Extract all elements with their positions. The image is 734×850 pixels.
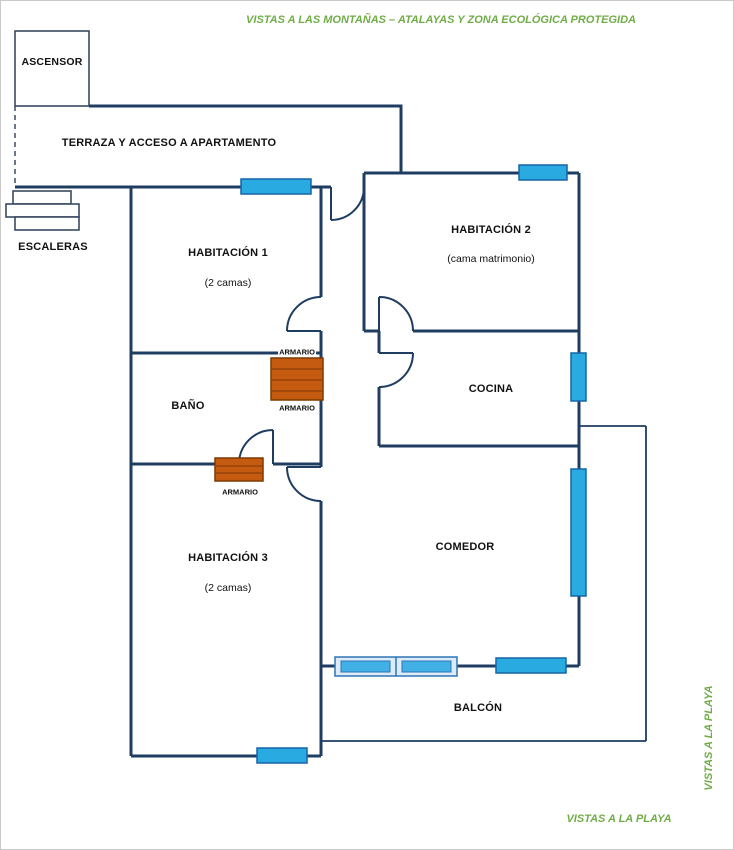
caption-vistas-playa-right: VISTAS A LA PLAYA — [703, 685, 715, 791]
stair-step — [14, 216, 80, 231]
walls — [15, 104, 581, 758]
label-armario-mid: ARMARIO — [278, 403, 316, 413]
armario-block — [270, 357, 324, 401]
sliding-door-panel — [401, 660, 452, 673]
door-entry — [330, 186, 365, 221]
label-habitacion-2-detail: (cama matrimonio) — [447, 253, 535, 265]
armario-stripes — [216, 465, 262, 474]
window-habitacion-3 — [256, 747, 308, 764]
sliding-door-panel — [340, 660, 391, 673]
elevator-box — [14, 30, 90, 107]
armario-habitacion-3 — [214, 457, 264, 482]
stair-step — [12, 190, 72, 205]
caption-vistas-playa-bottom: VISTAS A LA PLAYA — [566, 813, 672, 825]
armario-block — [214, 457, 264, 482]
stairs — [5, 190, 80, 231]
label-habitacion-1-detail: (2 camas) — [204, 277, 252, 289]
window-habitacion-1 — [240, 178, 312, 195]
label-escaleras: ESCALERAS — [18, 241, 88, 253]
label-cocina: COCINA — [468, 383, 514, 395]
label-armario-bottom: ARMARIO — [221, 487, 259, 497]
door-habitacion-2 — [378, 296, 414, 332]
window-cocina — [570, 352, 587, 402]
label-terraza: TERRAZA Y ACCESO A APARTAMENTO — [61, 137, 277, 149]
label-habitacion-2: HABITACIÓN 2 — [451, 224, 531, 236]
sliding-door-balcon — [334, 656, 458, 677]
door-habitacion-1 — [286, 296, 322, 332]
label-ascensor: ASCENSOR — [21, 56, 83, 68]
window-comedor-balcon — [495, 657, 567, 674]
door-cocina — [378, 352, 414, 388]
caption-vistas-montanas: VISTAS A LAS MONTAÑAS – ATALAYAS Y ZONA … — [246, 14, 636, 26]
label-habitacion-1: HABITACIÓN 1 — [188, 247, 268, 259]
label-comedor: COMEDOR — [435, 541, 495, 553]
label-balcon: BALCÓN — [453, 702, 503, 714]
label-habitacion-3-detail: (2 camas) — [204, 582, 252, 594]
armario-central — [270, 357, 324, 401]
door-habitacion-3 — [286, 466, 322, 502]
label-bano: BAÑO — [171, 400, 205, 412]
window-comedor — [570, 468, 587, 597]
label-armario-top: ARMARIO — [278, 347, 316, 357]
balcony-outline — [321, 425, 647, 742]
stair-step — [5, 203, 80, 218]
window-habitacion-2 — [518, 164, 568, 181]
label-habitacion-3: HABITACIÓN 3 — [188, 552, 268, 564]
armario-stripes — [272, 368, 322, 392]
